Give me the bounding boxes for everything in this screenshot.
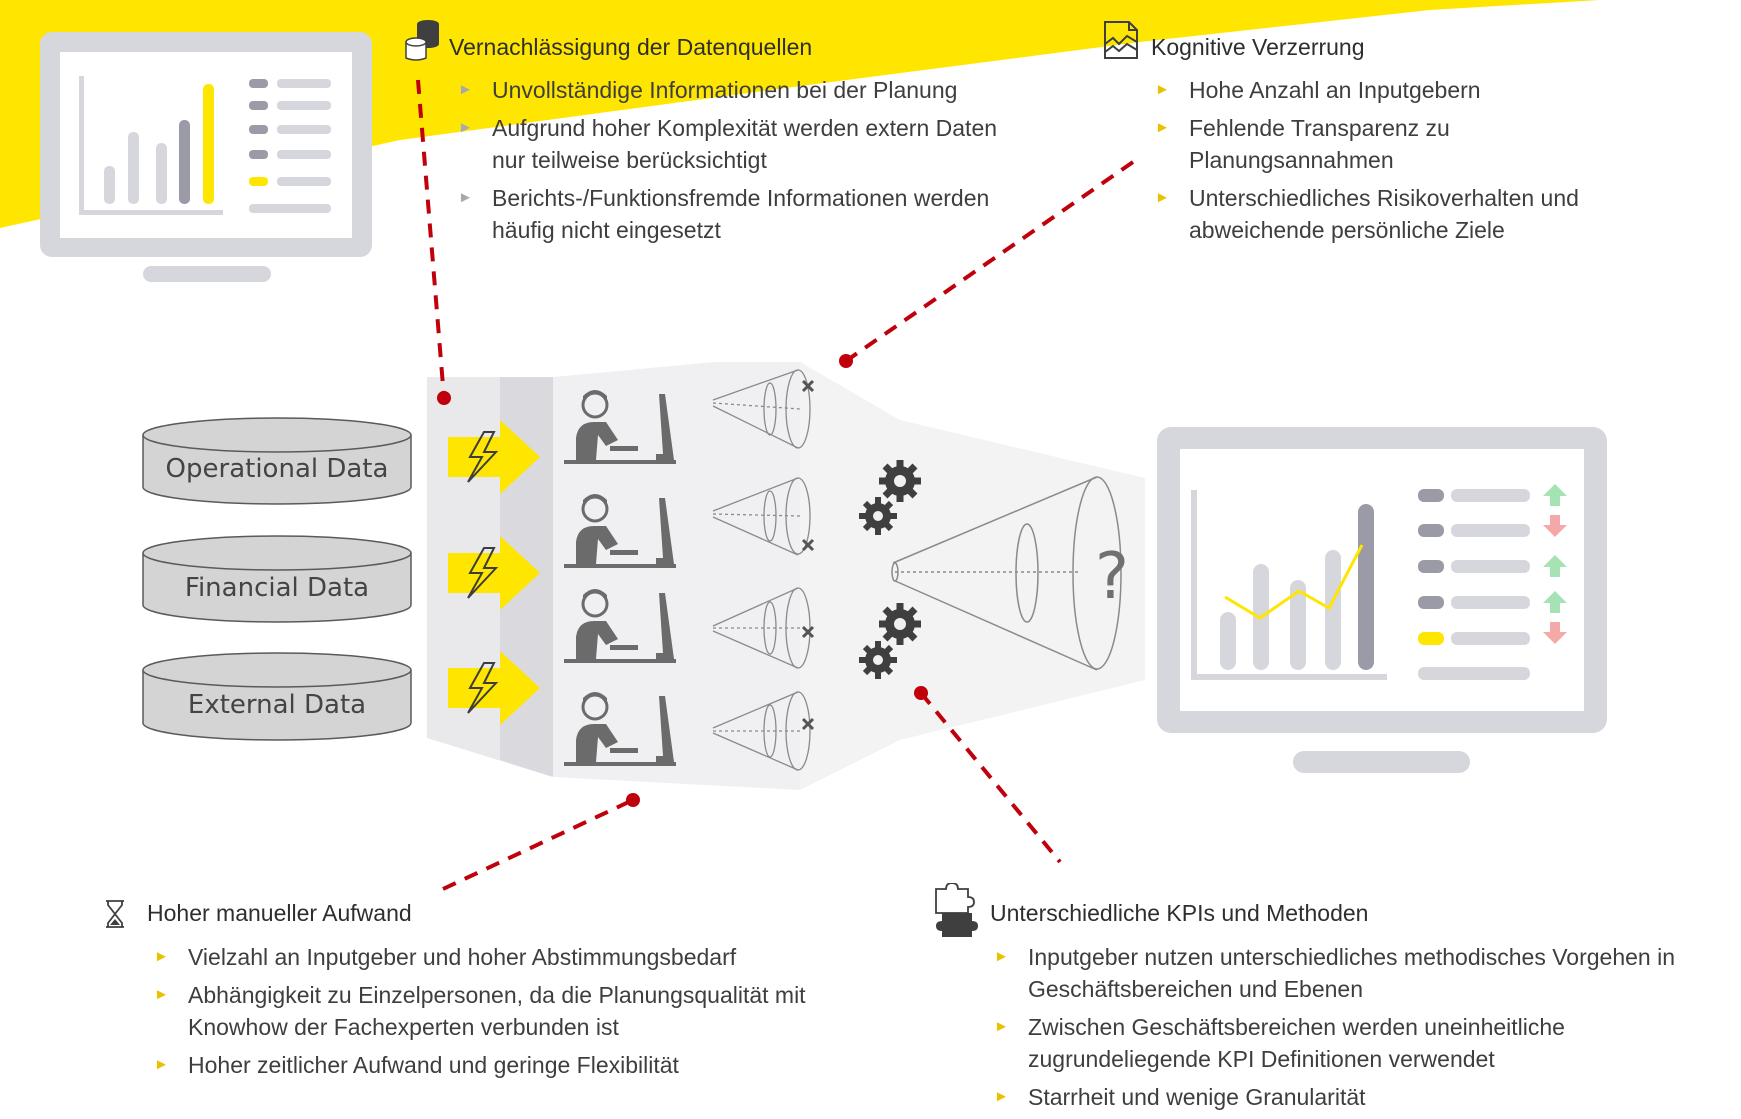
- small-funnel-4-icon: [712, 691, 815, 771]
- yellow-banner: [0, 0, 1600, 228]
- bullet-icon: ►: [1155, 189, 1170, 206]
- list-item: ►Inputgeber nutzen unterschiedliches met…: [992, 941, 1692, 1005]
- bullet-icon: ►: [1155, 81, 1170, 98]
- bullet-icon: ►: [154, 1056, 169, 1073]
- list-item: ►Berichts-/Funktionsfremde Informationen…: [456, 182, 1016, 246]
- list-item: ►Vielzahl an Inputgeber und hoher Abstim…: [152, 941, 882, 973]
- list-item: ►Unterschiedliches Risikoverhalten und a…: [1153, 182, 1713, 246]
- bullet-icon: ►: [458, 189, 473, 206]
- list-item: ►Hoher zeitlicher Aufwand und geringe Fl…: [152, 1049, 882, 1081]
- list-kognitiv: ►Hohe Anzahl an Inputgebern ►Fehlende Tr…: [1153, 74, 1713, 252]
- small-funnel-3-icon: [712, 587, 815, 669]
- database-external: [142, 652, 412, 741]
- bullet-icon: ►: [458, 119, 473, 136]
- connector-dots: [437, 354, 928, 807]
- person-at-desk-2-icon: [564, 494, 676, 568]
- list-datenquellen: ►Unvollständige Informationen bei der Pl…: [456, 74, 1016, 252]
- small-funnel-1-icon: [712, 369, 815, 449]
- database-operational: [142, 417, 412, 505]
- trend-up-arrow-icon: [1543, 591, 1567, 613]
- output-funnel: [800, 362, 1145, 790]
- bullet-icon: ►: [994, 1088, 1009, 1105]
- bullet-icon: ►: [994, 1018, 1009, 1035]
- lightning-arrow-operational: [448, 420, 540, 494]
- small-funnel-2-icon: [712, 477, 815, 556]
- right-monitor: [1157, 427, 1607, 773]
- database-label-financial: Financial Data: [185, 573, 369, 603]
- lightning-arrow-financial: [448, 536, 540, 610]
- list-item: ►Starrheit und wenige Granularität: [992, 1081, 1692, 1113]
- gears-top-icon: [859, 460, 921, 535]
- section-title-kpis: Unterschiedliche KPIs und Methoden: [990, 900, 1369, 926]
- bullet-icon: ►: [458, 81, 473, 98]
- database-label-external: External Data: [188, 690, 366, 720]
- gears-bottom-icon: [859, 603, 921, 679]
- section-title-kognitiv: Kognitive Verzerrung: [1151, 34, 1365, 60]
- list-kpis: ►Inputgeber nutzen unterschiedliches met…: [992, 941, 1692, 1119]
- bullet-icon: ►: [154, 948, 169, 965]
- bullet-icon: ►: [1155, 119, 1170, 136]
- top-left-monitor: [40, 32, 372, 282]
- big-funnel-icon: [891, 476, 1122, 671]
- trend-up-arrow-icon: [1543, 484, 1567, 506]
- list-item: ►Aufgrund hoher Komplexität werden exter…: [456, 112, 1016, 176]
- section-title-datenquellen: Vernachlässigung der Datenquellen: [449, 34, 813, 60]
- database-financial: [142, 535, 412, 623]
- bullet-icon: ►: [154, 986, 169, 1003]
- list-manuell: ►Vielzahl an Inputgeber und hoher Abstim…: [152, 941, 882, 1087]
- lightning-arrow-external: [448, 651, 540, 725]
- list-item: ►Abhängigkeit zu Einzelpersonen, da die …: [152, 979, 882, 1043]
- list-item: ►Zwischen Geschäftsbereichen werden unei…: [992, 1011, 1692, 1075]
- list-item: ►Hohe Anzahl an Inputgebern: [1153, 74, 1713, 106]
- person-at-desk-4-icon: [564, 692, 676, 766]
- trend-up-arrow-icon: [1543, 555, 1567, 577]
- database-icon: [405, 20, 439, 61]
- trend-down-arrow-icon: [1543, 622, 1567, 644]
- trend-down-arrow-icon: [1543, 515, 1567, 537]
- person-at-desk-3-icon: [564, 589, 676, 663]
- section-title-manuell: Hoher manueller Aufwand: [147, 900, 412, 926]
- database-label-operational: Operational Data: [166, 454, 389, 484]
- bullet-icon: ►: [994, 948, 1009, 965]
- puzzle-icon: [935, 883, 978, 937]
- connector-lines: [416, 79, 1135, 891]
- funnel-band: [553, 362, 800, 790]
- list-item: ►Fehlende Transparenz zu Planungsannahme…: [1153, 112, 1713, 176]
- chart-document-icon: [1104, 21, 1138, 59]
- list-item: ►Unvollständige Informationen bei der Pl…: [456, 74, 1016, 106]
- person-at-desk-1-icon: [564, 390, 676, 464]
- hourglass-icon: [106, 900, 124, 928]
- question-mark: ?: [1095, 540, 1129, 614]
